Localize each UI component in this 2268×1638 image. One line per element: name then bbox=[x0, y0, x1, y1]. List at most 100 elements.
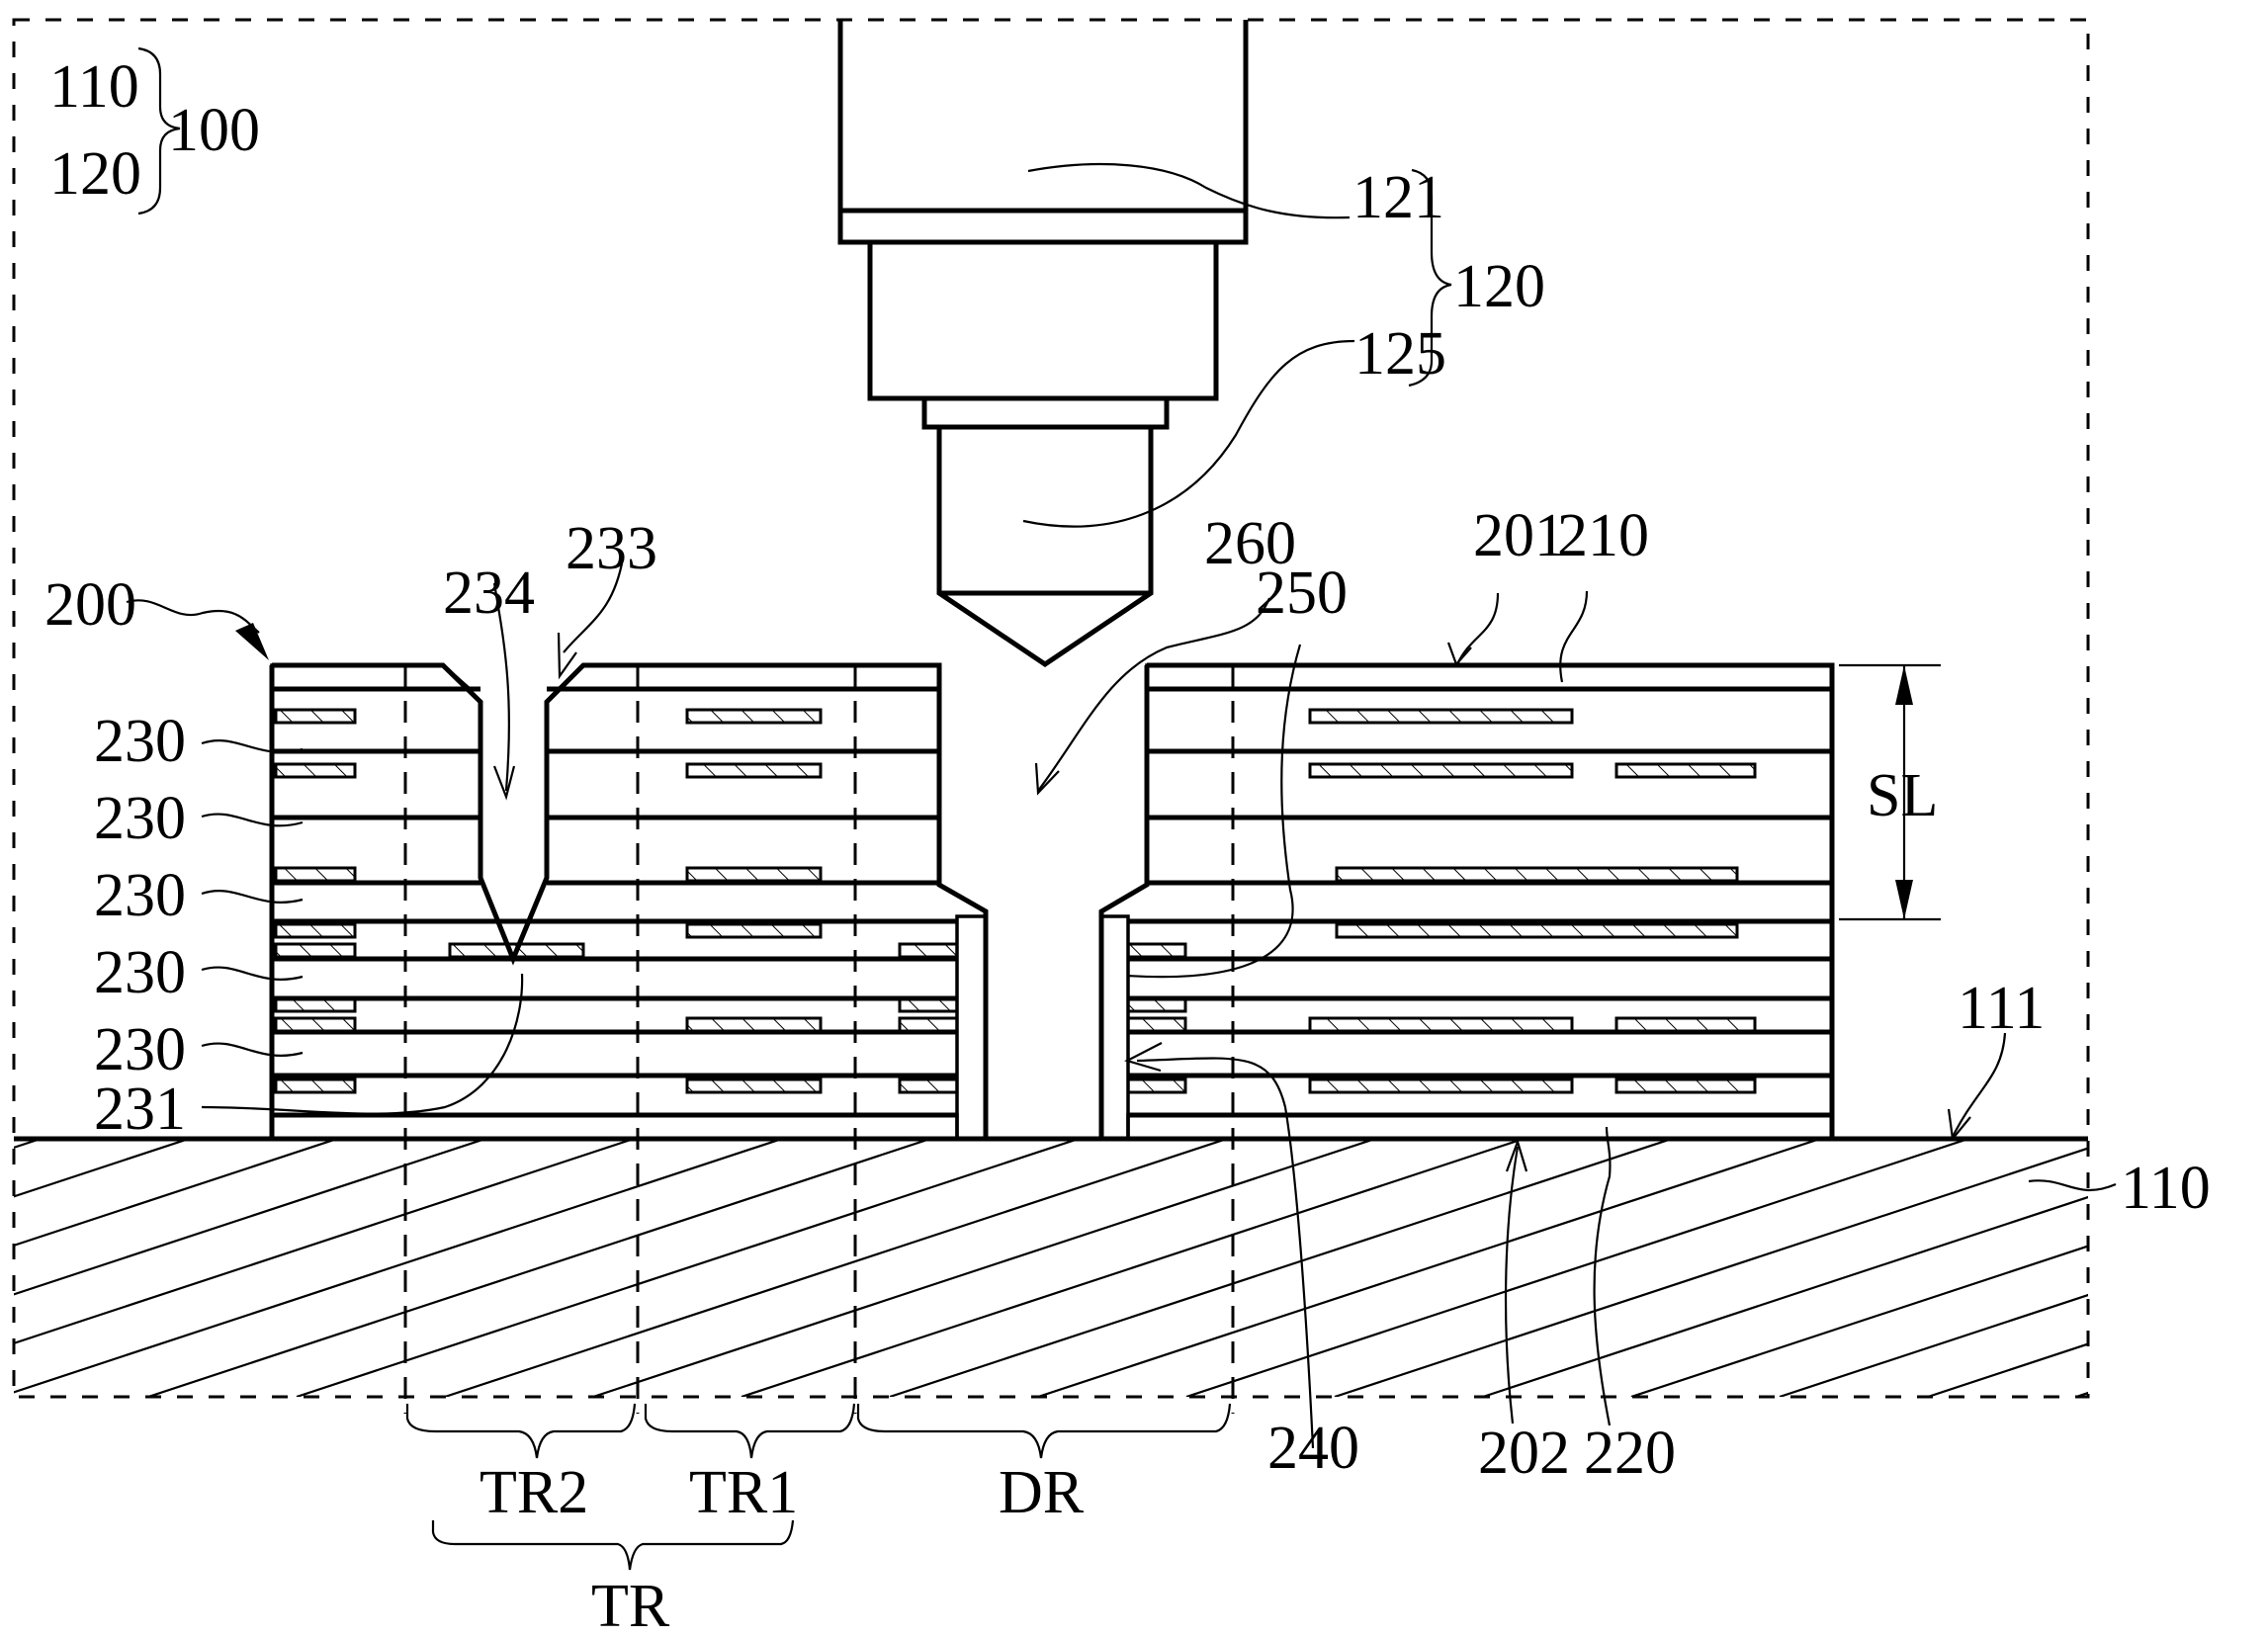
bottom-layer-left bbox=[270, 1113, 959, 1141]
top-layer-left-a bbox=[270, 663, 475, 691]
label-202: 202 bbox=[1478, 1420, 1570, 1487]
copper-pad bbox=[1126, 996, 1187, 1013]
label-tr2: TR2 bbox=[480, 1459, 588, 1526]
label-120-top: 120 bbox=[49, 140, 141, 208]
label-220: 220 bbox=[1584, 1420, 1676, 1487]
left-block-outline bbox=[269, 662, 989, 1139]
copper-pad bbox=[1308, 762, 1574, 779]
copper-pad bbox=[274, 942, 357, 959]
copper-pad bbox=[1335, 922, 1739, 939]
top-layer-left-b bbox=[556, 663, 941, 691]
label-233: 233 bbox=[566, 515, 657, 582]
platform-hatch-line bbox=[2075, 1391, 2088, 1397]
copper-pad bbox=[1308, 1016, 1574, 1033]
platform-hatch-line bbox=[1482, 1195, 2088, 1397]
label-110: 110 bbox=[2121, 1155, 2211, 1222]
label-120: 120 bbox=[1453, 253, 1545, 320]
label-125: 125 bbox=[1354, 320, 1446, 388]
copper-pad bbox=[1308, 708, 1574, 725]
region-divider-lines bbox=[403, 665, 1235, 1414]
copper-pad bbox=[898, 996, 959, 1013]
copper-pad bbox=[274, 996, 357, 1013]
stack-length-dimension bbox=[1839, 663, 1941, 921]
copper-pad bbox=[1308, 1078, 1574, 1094]
platform-hatch-line bbox=[444, 1139, 1231, 1397]
top-layer-right bbox=[1145, 663, 1834, 691]
label-231: 231 bbox=[94, 1076, 186, 1143]
platform bbox=[14, 1071, 2268, 1397]
label-dr: DR bbox=[999, 1459, 1085, 1526]
platform-hatch-line bbox=[1630, 1245, 2088, 1397]
platform-hatch-line bbox=[889, 1139, 1676, 1397]
copper-pad bbox=[448, 942, 585, 959]
copper-pad bbox=[1126, 1078, 1187, 1094]
drill-tool bbox=[837, 20, 1249, 668]
copper-pad bbox=[274, 1078, 357, 1094]
platform-hatch-line bbox=[14, 1139, 341, 1248]
label-tr1: TR1 bbox=[689, 1459, 798, 1526]
label-240: 240 bbox=[1267, 1415, 1359, 1482]
copper-pad bbox=[898, 942, 959, 959]
label-201: 201 bbox=[1473, 502, 1565, 569]
circuit-board bbox=[269, 662, 1835, 1141]
bottom-layer-right bbox=[1126, 1113, 1834, 1141]
label-230-5: 230 bbox=[94, 1016, 186, 1083]
leader-lines bbox=[126, 46, 2117, 1571]
copper-pad bbox=[1126, 942, 1187, 959]
platform-hatch-line bbox=[1779, 1293, 2088, 1397]
copper-pad bbox=[274, 866, 357, 883]
copper-pad bbox=[898, 1016, 959, 1033]
label-250: 250 bbox=[1256, 560, 1348, 627]
chuck bbox=[867, 239, 1219, 401]
copper-pad bbox=[1335, 866, 1739, 883]
label-210: 210 bbox=[1557, 502, 1649, 569]
label-230-3: 230 bbox=[94, 862, 186, 929]
label-200: 200 bbox=[44, 571, 136, 639]
plating-right bbox=[1099, 914, 1130, 1141]
copper-pad bbox=[685, 1078, 823, 1094]
platform-hatch-line bbox=[2224, 1071, 2268, 1397]
label-230-2: 230 bbox=[94, 785, 186, 852]
label-234: 234 bbox=[443, 560, 535, 627]
copper-pad bbox=[274, 1016, 357, 1033]
copper-pads bbox=[274, 708, 1757, 1094]
platform-hatch-line bbox=[592, 1139, 1379, 1397]
copper-pad bbox=[685, 708, 823, 725]
label-230-1: 230 bbox=[94, 708, 186, 775]
copper-pad bbox=[274, 708, 357, 725]
copper-pad bbox=[1614, 1016, 1757, 1033]
copper-pad bbox=[274, 922, 357, 939]
system-frame bbox=[12, 18, 2090, 1399]
right-block-outline bbox=[1098, 662, 1835, 1139]
collar bbox=[921, 395, 1170, 430]
copper-pad bbox=[685, 922, 823, 939]
label-121: 121 bbox=[1352, 164, 1444, 231]
label-100: 100 bbox=[168, 97, 260, 164]
platform-hatch-line bbox=[14, 1139, 489, 1296]
platform-hatch-line bbox=[147, 1139, 934, 1397]
platform-hatch-line bbox=[1185, 1139, 1972, 1397]
copper-pad bbox=[1126, 1016, 1187, 1033]
platform-hatch-line bbox=[14, 1139, 786, 1394]
copper-pad bbox=[1614, 762, 1757, 779]
platform-hatch-line bbox=[741, 1139, 1527, 1397]
copper-pad bbox=[685, 866, 823, 883]
platform-hatch-line bbox=[296, 1139, 1083, 1397]
copper-pad bbox=[898, 1078, 959, 1094]
labels: 110 120 100 121 120 125 200 234 233 260 … bbox=[44, 53, 2211, 1638]
label-260: 260 bbox=[1204, 510, 1296, 577]
plating-left bbox=[955, 914, 988, 1141]
label-sl: SL bbox=[1867, 762, 1938, 829]
copper-pad bbox=[685, 762, 823, 779]
drill-bit bbox=[936, 427, 1154, 668]
platform-hatch-line bbox=[1334, 1147, 2088, 1397]
platform-hatch-line bbox=[1037, 1139, 1824, 1397]
copper-pad bbox=[1614, 1078, 1757, 1094]
copper-pad bbox=[274, 762, 357, 779]
copper-pad bbox=[685, 1016, 823, 1033]
label-111: 111 bbox=[1958, 975, 2045, 1042]
platform-hatch-line bbox=[14, 1139, 638, 1345]
label-230-4: 230 bbox=[94, 939, 186, 1006]
label-110-top: 110 bbox=[49, 53, 139, 121]
